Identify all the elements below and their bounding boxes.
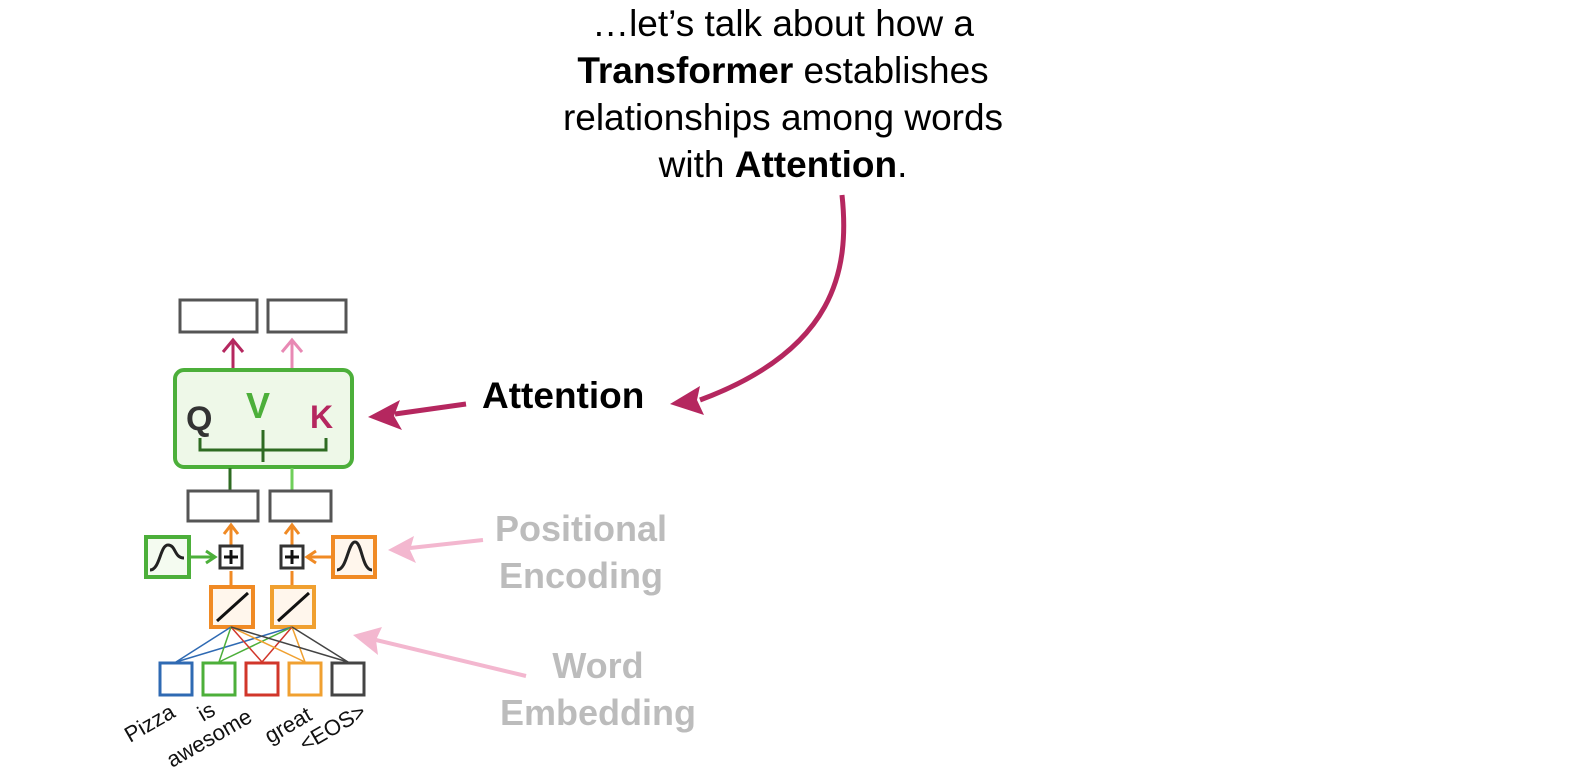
caption-line-1: …let’s talk about how a (592, 3, 974, 44)
attention-q: Q (186, 400, 212, 438)
token-label-pizza: Pizza (120, 698, 180, 747)
caption-text: …let’s talk about how a Transformer esta… (483, 0, 1083, 188)
caption-line-4-pre: with (658, 144, 735, 185)
caption-line-4-post: . (897, 144, 908, 185)
token-box-great (287, 661, 323, 697)
caption-line-4: with Attention. (483, 141, 1083, 188)
sine-wave-icon (144, 535, 191, 579)
output-box-1 (178, 298, 259, 334)
caption-line-3: relationships among words (562, 97, 1004, 138)
token-connection-lines (175, 626, 349, 663)
attention-bracket (198, 430, 328, 462)
green-pos-arrow (190, 549, 218, 565)
linear-box-2 (270, 585, 316, 629)
plus-to-encoded-arrow-1 (222, 522, 240, 545)
word-embedding-label: Word Embedding (480, 642, 716, 736)
token-box-pizza (158, 661, 194, 697)
plus-box-2 (279, 544, 305, 570)
caption-line-2: Transformer establishes (483, 47, 1083, 94)
embedding-pointer-arrow (353, 627, 527, 678)
caption-line-2-rest: establishes (793, 50, 989, 91)
attention-block (173, 368, 354, 469)
token-box-is (201, 661, 237, 697)
word-embedding-line-1: Word (552, 645, 644, 686)
token-box-eos (330, 661, 366, 697)
positional-pointer-arrow (388, 536, 484, 563)
caption-attention: Attention (734, 144, 898, 185)
encoded-box-1 (186, 489, 260, 523)
positional-encoding-label: Positional Encoding (470, 505, 692, 599)
linear-box-1 (209, 585, 255, 629)
orange-pos-arrow (304, 549, 332, 565)
positional-encoding-line-1: Positional (494, 508, 668, 549)
output-arrow-1 (221, 337, 245, 368)
caption-transformer: Transformer (577, 50, 794, 91)
caption-curved-arrow (670, 194, 847, 415)
attention-k: K (310, 399, 333, 435)
attention-v: V (246, 385, 270, 426)
word-embedding-line-2: Embedding (500, 692, 696, 733)
encoded-box-2 (268, 489, 333, 523)
plus-box-1 (218, 544, 244, 570)
output-box-2 (266, 298, 348, 334)
cosine-wave-icon (331, 535, 377, 579)
attention-label: Attention (482, 375, 645, 416)
positional-encoding-line-2: Encoding (499, 555, 663, 596)
token-box-awesome (244, 661, 280, 697)
output-arrow-2 (280, 337, 304, 368)
plus-to-encoded-arrow-2 (283, 522, 301, 545)
attention-pointer-arrow (368, 400, 467, 430)
